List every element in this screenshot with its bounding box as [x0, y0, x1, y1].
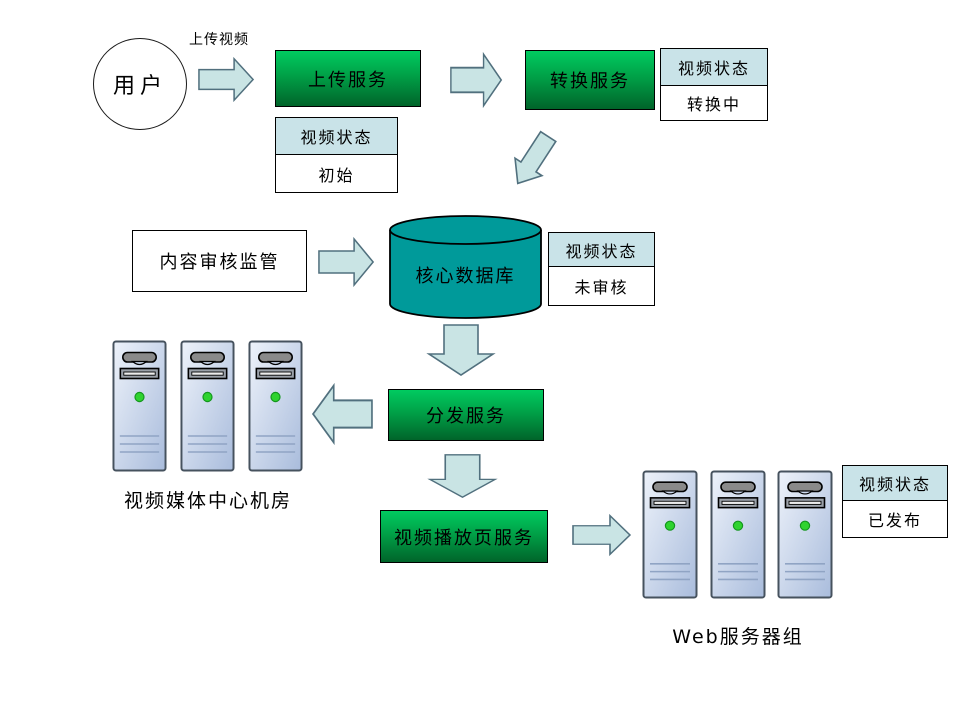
status-header: 视频状态	[549, 233, 654, 267]
arrow-distribution-to-media-icon	[311, 382, 373, 446]
playback-service-node: 视频播放页服务	[380, 510, 548, 563]
core-database-label: 核心数据库	[415, 266, 516, 287]
status-header: 视频状态	[661, 49, 767, 86]
server-tower-icon	[248, 340, 303, 472]
web-server-caption: Web服务器组	[672, 626, 804, 648]
status-value: 转换中	[661, 86, 767, 120]
upload-action-label: 上传视频	[189, 32, 249, 48]
server-tower-icon	[710, 470, 766, 599]
arrow-convert-to-database-icon	[514, 130, 557, 185]
arrow-user-to-upload-icon	[198, 56, 255, 103]
server-tower-icon	[112, 340, 167, 472]
distribution-service-label: 分发服务	[426, 406, 506, 427]
status-value: 已发布	[843, 501, 947, 537]
upload-service-label: 上传服务	[308, 69, 388, 91]
arrow-distribution-to-playback-icon	[427, 454, 498, 498]
status-table-converting: 视频状态 转换中	[660, 48, 768, 121]
convert-service-label: 转换服务	[550, 71, 630, 92]
arrow-database-to-distribution-icon	[426, 324, 496, 376]
media-center-caption: 视频媒体中心机房	[123, 490, 292, 512]
distribution-service-node: 分发服务	[388, 389, 544, 441]
status-header: 视频状态	[276, 118, 397, 155]
arrow-playback-to-web-icon	[572, 513, 632, 557]
status-table-unreviewed: 视频状态 未审核	[548, 232, 655, 306]
arrow-review-to-database-icon	[318, 236, 375, 288]
server-tower-icon	[180, 340, 235, 472]
content-review-label: 内容审核监管	[159, 252, 280, 273]
status-table-published: 视频状态 已发布	[842, 465, 948, 538]
user-node: 用户	[93, 38, 187, 130]
upload-service-node: 上传服务	[275, 50, 421, 107]
content-review-node: 内容审核监管	[132, 230, 307, 292]
database-cylinder-icon	[389, 215, 542, 319]
status-value: 初始	[276, 155, 397, 192]
convert-service-node: 转换服务	[525, 50, 655, 110]
core-database-node: 核心数据库	[388, 214, 543, 320]
status-header: 视频状态	[843, 466, 947, 501]
playback-service-label: 视频播放页服务	[394, 527, 534, 549]
status-table-initial: 视频状态 初始	[275, 117, 398, 193]
server-tower-icon	[642, 470, 698, 599]
status-value: 未审核	[549, 267, 654, 305]
server-tower-icon	[777, 470, 833, 599]
user-label: 用户	[112, 74, 167, 99]
arrow-upload-to-convert-icon	[450, 51, 503, 109]
